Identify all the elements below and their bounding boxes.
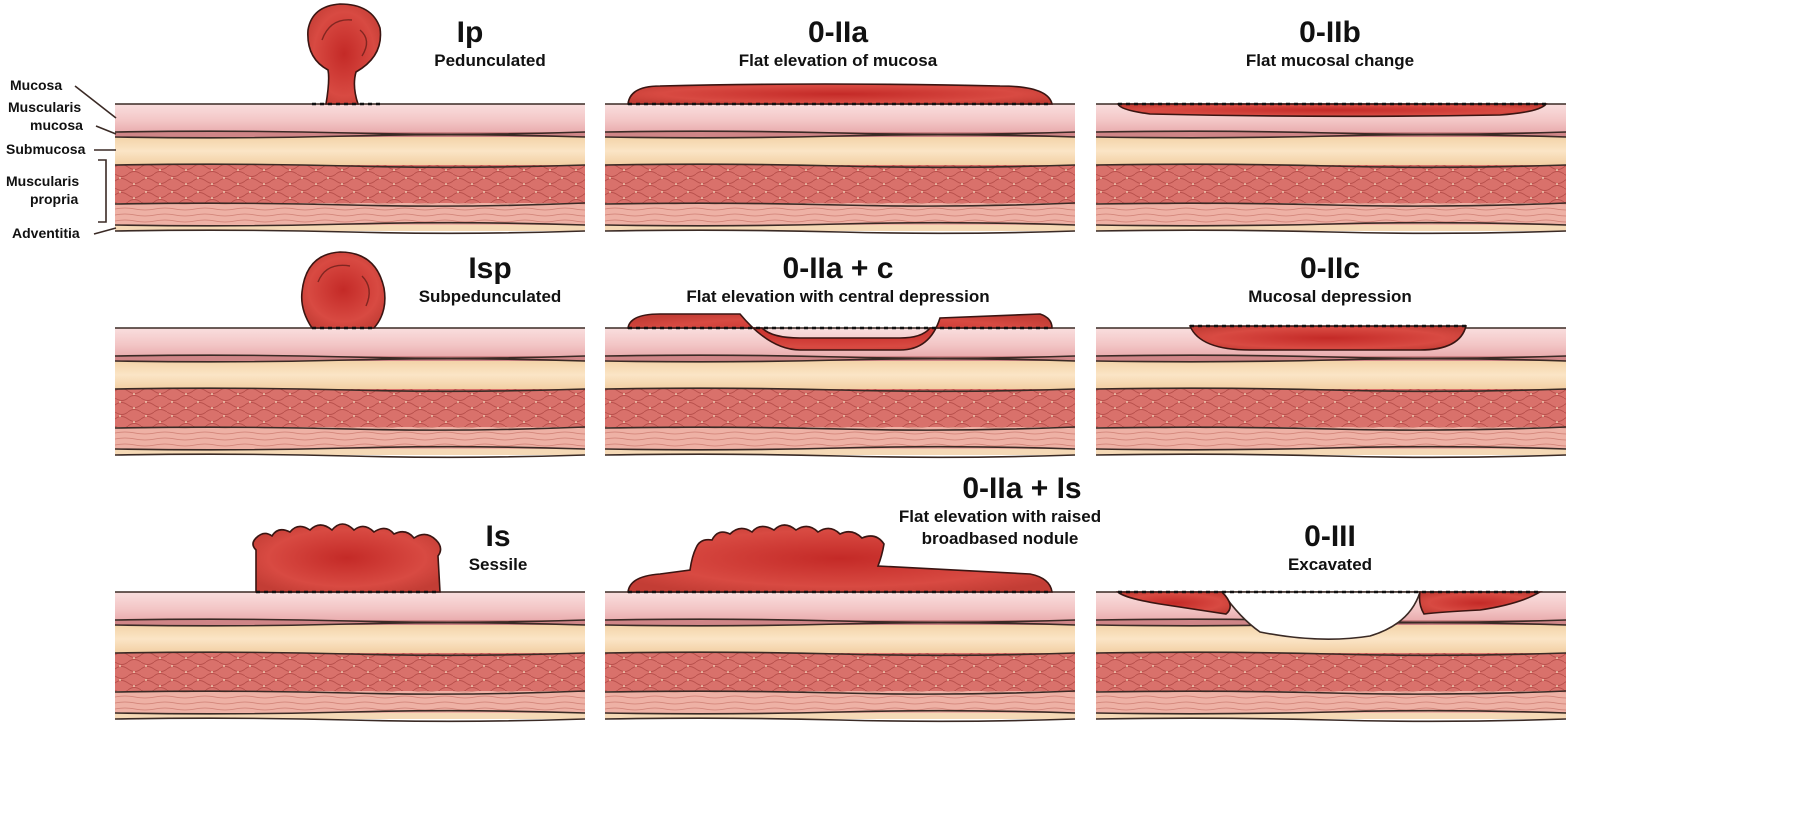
tissue-layers xyxy=(605,104,1075,233)
panel-isp: Isp Subpedunculated xyxy=(115,252,585,457)
label-submucosa: Submucosa xyxy=(6,141,86,157)
tissue-layers xyxy=(115,592,585,721)
panel-subtitle-line-2: broadbased nodule xyxy=(922,529,1079,548)
panel-title: 0-IIb xyxy=(1299,16,1361,49)
pedunculated-polyp xyxy=(308,4,381,104)
panel-subtitle: Flat elevation with central depression xyxy=(686,287,989,306)
layer-labels: Mucosa Muscularis mucosa Submucosa Muscu… xyxy=(6,77,116,241)
label-muscularis-propria-2: propria xyxy=(30,191,78,207)
panel-ip: Ip Pedunculated xyxy=(115,4,585,233)
panel-title: 0-IIc xyxy=(1300,252,1360,285)
tissue-layers xyxy=(115,104,585,233)
label-muscularis-mucosa-1: Muscularis xyxy=(8,99,81,115)
panel-subtitle: Mucosal depression xyxy=(1248,287,1411,306)
panel-0-iii: 0-III Excavated xyxy=(1096,520,1566,721)
panel-subtitle: Excavated xyxy=(1288,555,1372,574)
panel-title: Isp xyxy=(468,252,511,285)
panel-subtitle: Flat elevation of mucosa xyxy=(739,51,938,70)
panel-title: 0-IIa + c xyxy=(783,252,894,285)
panel-0-iia-c: 0-IIa + c Flat elevation with central de… xyxy=(605,252,1075,457)
panel-subtitle: Flat mucosal change xyxy=(1246,51,1414,70)
flat-mucosal-change xyxy=(1118,104,1546,116)
label-muscularis-mucosa-2: mucosa xyxy=(30,117,83,133)
tissue-layers xyxy=(115,328,585,457)
panel-title: 0-IIa xyxy=(808,16,868,49)
panel-title: 0-IIa + Is xyxy=(962,472,1081,505)
tissue-layers xyxy=(605,592,1075,721)
label-adventitia: Adventitia xyxy=(12,225,80,241)
panel-title: Ip xyxy=(457,16,484,49)
panel-0-iic: 0-IIc Mucosal depression xyxy=(1096,252,1566,457)
panel-title: 0-III xyxy=(1304,520,1356,553)
panel-subtitle: Sessile xyxy=(469,555,528,574)
subpedunculated-polyp xyxy=(302,252,385,328)
panel-subtitle: Subpedunculated xyxy=(419,287,562,306)
tissue-layers xyxy=(1096,104,1566,233)
flat-elevation xyxy=(628,84,1052,104)
panel-0-iib: 0-IIb Flat mucosal change xyxy=(1096,16,1566,233)
label-mucosa: Mucosa xyxy=(10,77,62,93)
sessile-polyp xyxy=(253,524,441,592)
panel-subtitle: Pedunculated xyxy=(434,51,545,70)
label-muscularis-propria-1: Muscularis xyxy=(6,173,79,189)
panel-0-iia: 0-IIa Flat elevation of mucosa xyxy=(605,16,1075,233)
panel-title: Is xyxy=(485,520,510,553)
panel-is: Is Sessile xyxy=(115,520,585,721)
panel-subtitle-line-1: Flat elevation with raised xyxy=(899,507,1101,526)
mucosal-depression xyxy=(1190,326,1466,350)
panel-0-iia-is: 0-IIa + Is Flat elevation with raised br… xyxy=(605,472,1101,721)
